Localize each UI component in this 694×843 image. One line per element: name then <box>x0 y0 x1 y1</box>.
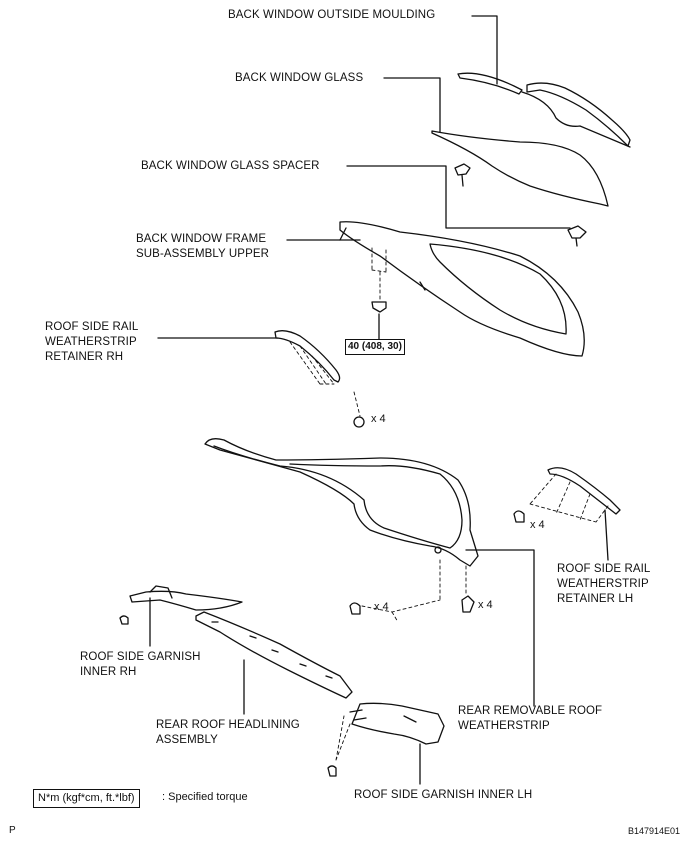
count-weatherstrip-left: x 4 <box>374 601 389 613</box>
headlining-part <box>195 611 353 699</box>
lh-retainer-clip <box>513 510 525 523</box>
rh-retainer-clip <box>353 416 365 428</box>
garnish-lh-dashes <box>335 715 351 761</box>
rh-retainer-dashes <box>289 341 361 417</box>
label-glass-spacer: BACK WINDOW GLASS SPACER <box>141 160 320 172</box>
garnish-rh-clip <box>119 615 129 625</box>
lh-retainer-dashes <box>529 473 609 523</box>
weatherstrip-clip-right <box>461 595 475 613</box>
frame-bolt <box>371 301 387 313</box>
weatherstrip-clip-left <box>349 602 361 615</box>
count-rh-retainer: x 4 <box>371 413 386 425</box>
label-back-window-glass: BACK WINDOW GLASS <box>235 72 364 84</box>
outside-moulding-part <box>457 72 631 148</box>
leader-outside-moulding <box>471 15 498 85</box>
garnish-lh-part <box>349 702 445 745</box>
lh-retainer-part <box>547 467 621 515</box>
leader-lh-retainer <box>604 509 609 561</box>
figure-code: B147914E01 <box>628 826 681 836</box>
torque-spec-box: 40 (408, 30) <box>345 339 405 355</box>
label-garnish-lh: ROOF SIDE GARNISH INNER LH <box>354 789 533 801</box>
count-lh-retainer: x 4 <box>530 519 545 531</box>
legend-torque-box: N*m (kgf*cm, ft.*lbf) <box>33 789 140 808</box>
back-window-frame-part <box>339 221 585 357</box>
weatherstrip-clip-dashes <box>361 559 467 623</box>
label-outside-moulding: BACK WINDOW OUTSIDE MOULDING <box>228 9 436 21</box>
garnish-lh-clip <box>327 765 337 777</box>
weatherstrip-part <box>204 438 479 567</box>
garnish-rh-part <box>129 585 243 611</box>
footer-left: P <box>9 825 16 836</box>
leader-weatherstrip <box>465 549 535 707</box>
legend-text: : Specified torque <box>162 791 248 803</box>
back-window-glass-part <box>431 130 609 207</box>
leader-glass <box>383 77 441 133</box>
rh-retainer-part <box>274 330 341 383</box>
leader-spacer <box>346 165 571 229</box>
count-weatherstrip-right: x 4 <box>478 599 493 611</box>
glass-spacer-parts <box>454 163 587 247</box>
